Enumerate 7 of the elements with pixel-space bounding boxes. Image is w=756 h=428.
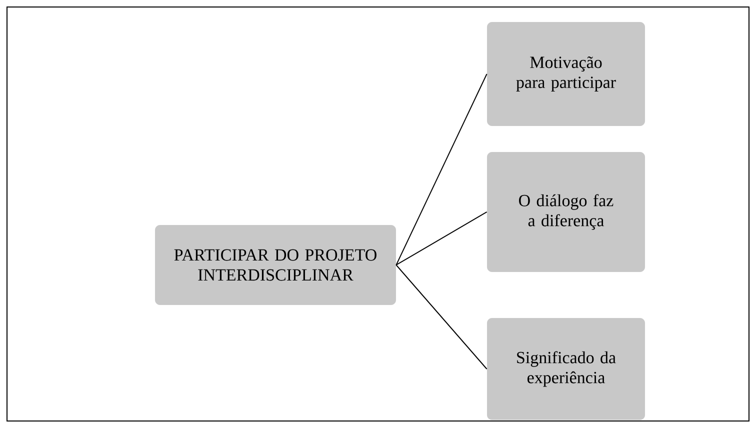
connector-line	[396, 74, 488, 266]
process-box: O diálogo faz a diferença	[487, 152, 645, 272]
connector-line	[396, 212, 488, 266]
process-box: Motivação para participar	[487, 22, 645, 126]
process-box: PARTICIPAR DO PROJETO INTERDISCIPLINAR	[155, 225, 396, 305]
process-box: Significado da experiência	[487, 318, 645, 420]
connector-line	[396, 264, 488, 370]
